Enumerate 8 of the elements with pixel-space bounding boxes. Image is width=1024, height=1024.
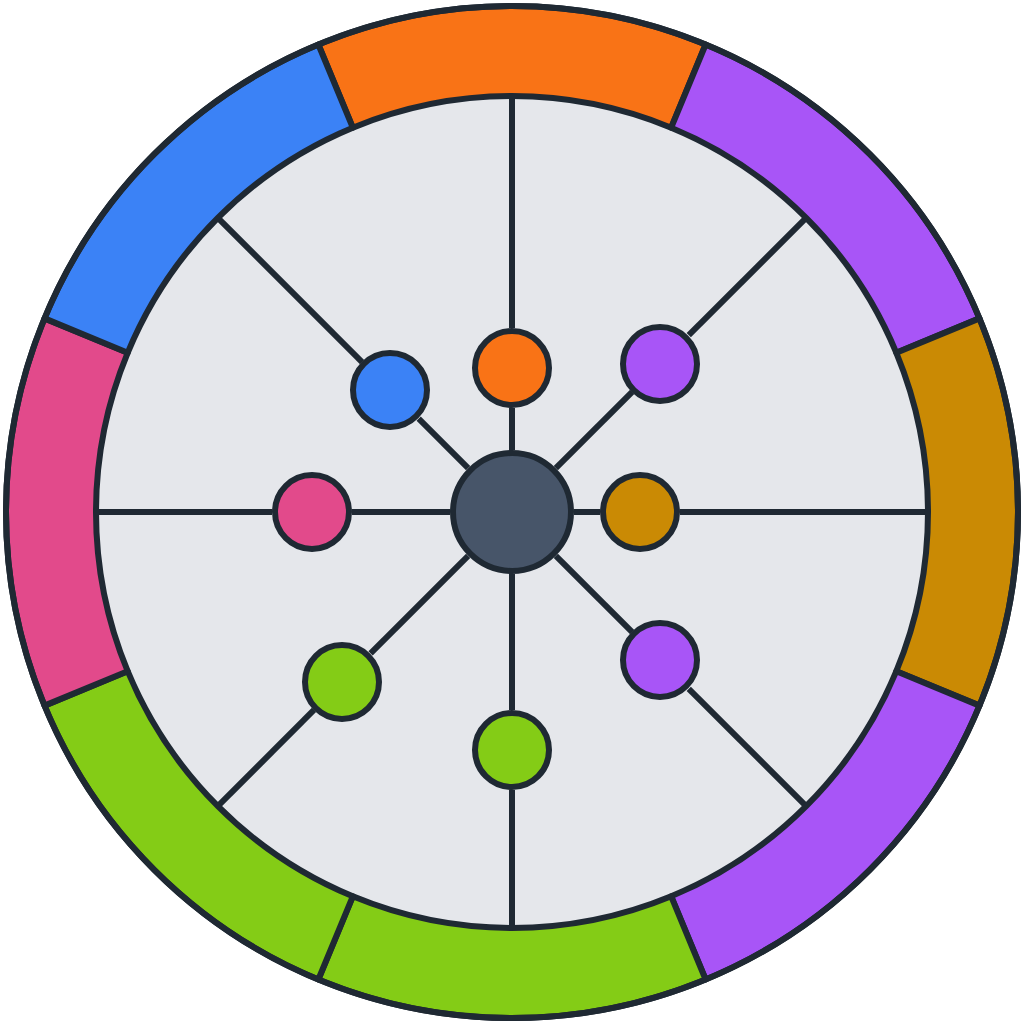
connector-line <box>553 553 635 635</box>
connector-line <box>509 408 515 450</box>
connector-line <box>509 574 515 710</box>
connector-line <box>574 509 600 515</box>
connector-line <box>553 389 635 471</box>
connector-line <box>416 416 471 471</box>
connector-line <box>352 509 450 515</box>
connector-line <box>368 553 471 656</box>
